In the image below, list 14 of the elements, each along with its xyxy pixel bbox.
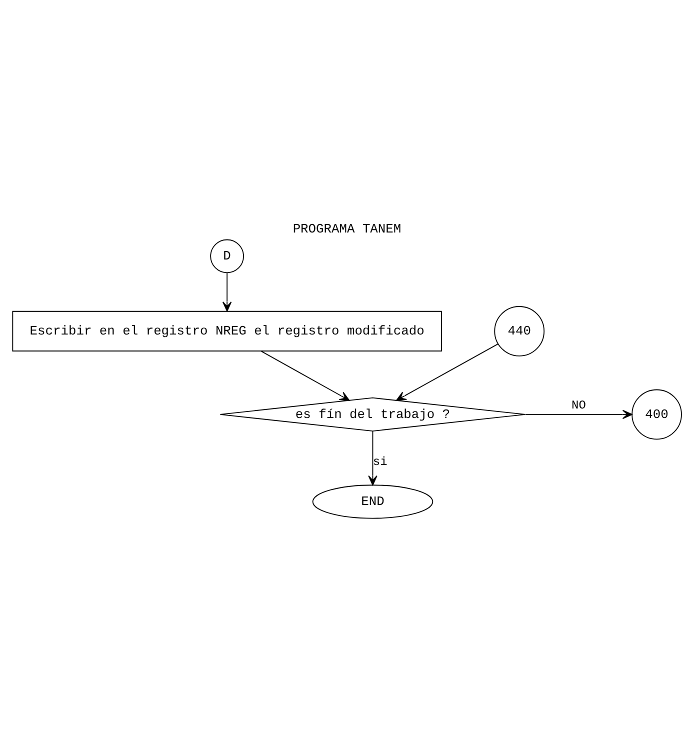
node-box: Escribir en el registro NREG el registro modificado bbox=[12, 310, 442, 352]
node-diamond: es fín del trabajo ? bbox=[220, 397, 526, 432]
node-ellipse: END bbox=[312, 484, 434, 519]
edge-label: NO bbox=[572, 398, 586, 412]
arrow bbox=[396, 344, 498, 401]
arrow bbox=[368, 430, 378, 486]
arrow bbox=[260, 350, 350, 401]
diagram-title: PROGRAMA TANEM bbox=[292, 222, 402, 237]
arrow bbox=[222, 272, 232, 312]
arrow bbox=[525, 410, 632, 420]
node-circle: D bbox=[210, 239, 244, 274]
node-circle: 400 bbox=[632, 389, 682, 440]
node-circle: 440 bbox=[494, 306, 545, 356]
edge-label: si bbox=[372, 455, 388, 470]
